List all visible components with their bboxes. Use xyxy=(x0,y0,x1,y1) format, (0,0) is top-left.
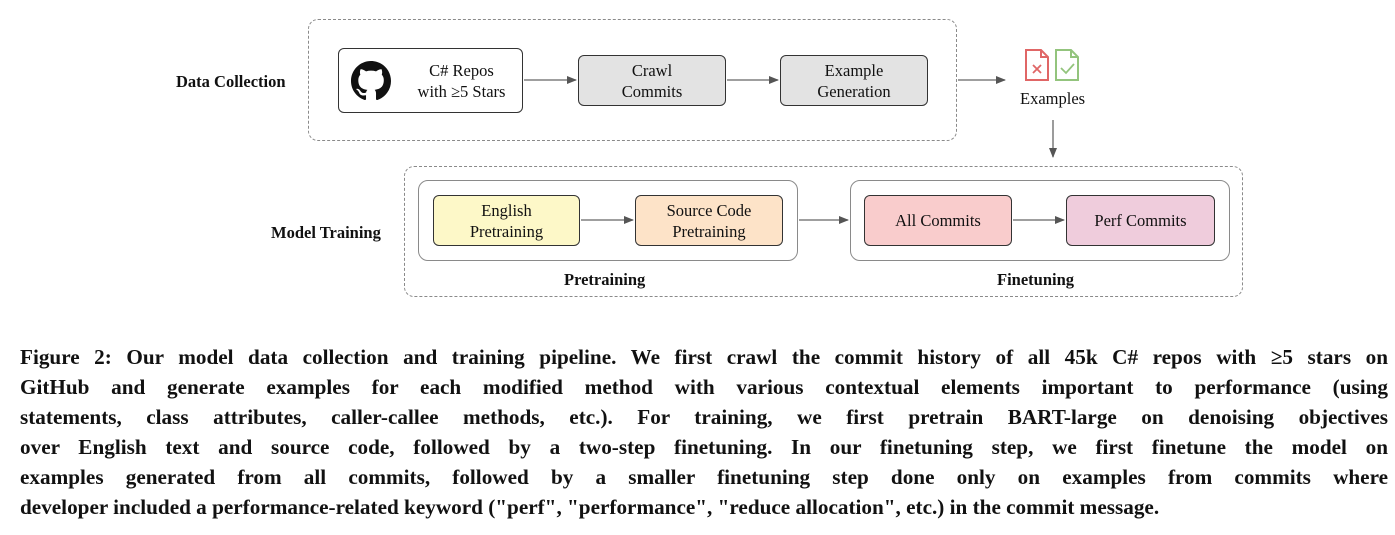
pretraining-group xyxy=(418,180,798,261)
source-code-pretraining-box: Source Code Pretraining xyxy=(635,195,783,246)
perf-commits-box: Perf Commits xyxy=(1066,195,1215,246)
repos-text: C# Repos with ≥5 Stars xyxy=(401,60,522,102)
github-icon xyxy=(351,60,391,101)
english-pretraining-box: English Pretraining xyxy=(433,195,580,246)
example-line-1: Example xyxy=(824,60,884,80)
examples-file-icons xyxy=(1024,48,1082,87)
model-training-container xyxy=(404,166,1243,297)
caption-line-3: statements, class attributes, caller-cal… xyxy=(20,405,1388,429)
english-line-2: Pretraining xyxy=(469,221,544,241)
data-collection-container xyxy=(308,19,957,141)
crawl-line-1: Crawl xyxy=(631,60,673,80)
caption-line-6: developer included a performance-related… xyxy=(20,495,1160,519)
source-line-1: Source Code xyxy=(666,200,752,220)
repos-line-1: C# Repos xyxy=(429,60,494,80)
example-generation-box: Example Generation xyxy=(780,55,928,106)
english-line-1: English xyxy=(481,200,532,220)
examples-label: Examples xyxy=(1020,89,1086,108)
caption-line-5: examples generated from all commits, fol… xyxy=(20,465,1388,489)
caption-line-2: GitHub and generate examples for each mo… xyxy=(20,375,1388,399)
data-collection-label: Data Collection xyxy=(176,72,286,91)
passed-file-icon xyxy=(1055,49,1079,81)
pretraining-label: Pretraining xyxy=(564,270,646,289)
crawl-commits-box: Crawl Commits xyxy=(578,55,726,106)
finetuning-label: Finetuning xyxy=(997,270,1075,289)
figure-caption: Figure 2: Our model data collection and … xyxy=(20,342,1388,522)
file-icons xyxy=(1025,49,1079,81)
source-line-2: Pretraining xyxy=(672,221,746,241)
model-training-label: Model Training xyxy=(271,223,381,242)
failed-file-icon xyxy=(1025,49,1049,81)
repos-box: C# Repos with ≥5 Stars xyxy=(338,48,523,113)
caption-line-1: Figure 2: Our model data collection and … xyxy=(20,345,1388,369)
repos-line-2: with ≥5 Stars xyxy=(417,81,506,101)
finetuning-group xyxy=(850,180,1230,261)
example-line-2: Generation xyxy=(817,81,891,101)
all-commits-box: All Commits xyxy=(864,195,1012,246)
crawl-line-2: Commits xyxy=(621,81,683,101)
flow-arrows xyxy=(524,76,1065,224)
caption-line-4: over English text and source code, follo… xyxy=(20,435,1388,459)
